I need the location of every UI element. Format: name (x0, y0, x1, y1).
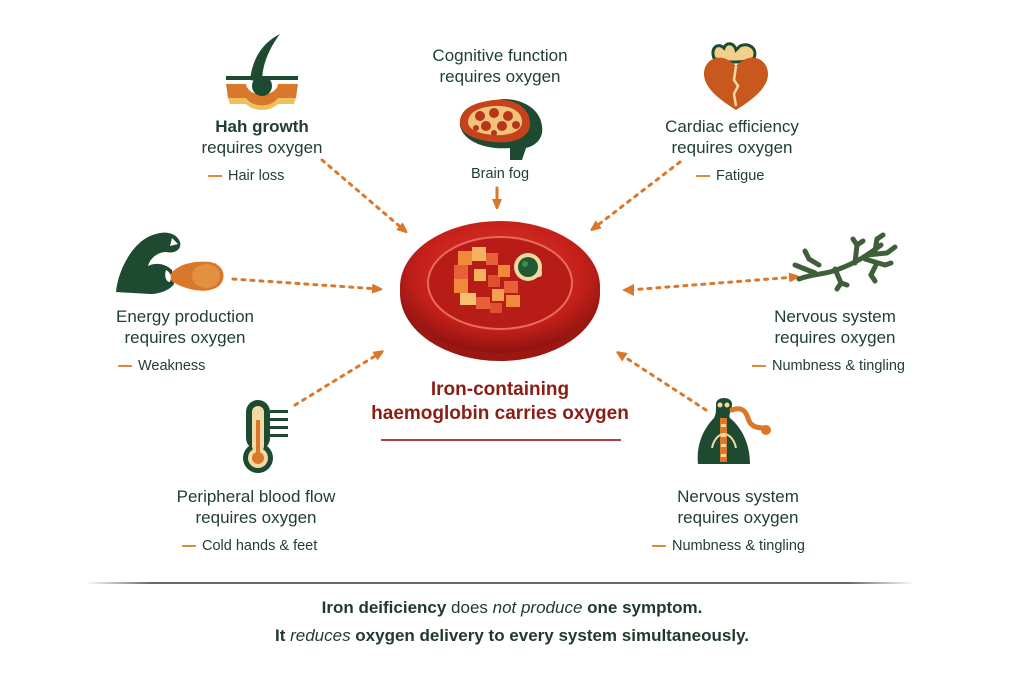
footer-line2-italic: reduces (290, 626, 351, 645)
dash-icon (182, 545, 196, 548)
node-nervous-right-title-1: Nervous system (774, 307, 896, 326)
symptom-text: Hair loss (228, 168, 285, 184)
node-energy-title-2: requires oxygen (124, 328, 246, 347)
node-hair-title-1: Hah growth (215, 117, 309, 136)
footer-line1-bold: Iron deificiency (321, 598, 447, 617)
arrow-cell-to-neuron (628, 277, 795, 292)
footer-line2-rest: oxygen delivery to every system simultan… (350, 626, 749, 645)
dash-icon (752, 365, 766, 368)
node-peripheral: Peripheral blood flow requires oxygen Co… (150, 486, 362, 554)
node-cognitive-symptom: Brain fog (470, 166, 530, 182)
node-cardiac-title-2: requires oxygen (671, 138, 793, 157)
arrow-head-left (622, 284, 634, 296)
node-nervous-bottom: Nervous system requires oxygen Numbness … (640, 486, 836, 554)
node-cognitive-symptom-wrap: Brain fog (400, 156, 600, 182)
spine-figure-icon (697, 398, 771, 464)
footer-line2-start: It (274, 626, 291, 645)
dash-icon (208, 175, 222, 178)
node-nervous-right: Nervous system requires oxygen Numbness … (740, 306, 930, 374)
haemoglobin-blocks-icon (454, 247, 520, 313)
footer-line1-mid: does (446, 598, 493, 617)
dash-icon (652, 545, 666, 548)
footer-line1-rest: one symptom. (582, 598, 703, 617)
node-cardiac-symptom: Fatigue (632, 168, 832, 184)
node-hair: Hah growth requires oxygen Hair loss (164, 116, 360, 184)
symptom-text: Weakness (138, 358, 206, 374)
flexed-arm-muscle-icon (116, 232, 224, 294)
node-peripheral-title-2: requires oxygen (195, 508, 317, 527)
node-cognitive-title-2: requires oxygen (439, 67, 561, 86)
heart-icon (704, 42, 768, 110)
symptom-text: Numbness & tingling (772, 358, 905, 374)
arrow-thermo-to-cell (293, 353, 380, 407)
node-energy-title-1: Energy production (116, 307, 254, 326)
brain-icon (459, 99, 543, 160)
arrow-muscle-to-cell (231, 277, 378, 289)
hair-follicle-icon (226, 34, 298, 110)
arrow-heart-to-cell (594, 160, 682, 228)
neuron-icon (792, 232, 898, 292)
node-cardiac: Cardiac efficiency requires oxygen Fatig… (632, 116, 832, 184)
footer-divider (85, 582, 915, 584)
arrow-hair-to-cell (320, 158, 404, 230)
node-cognitive-title-1: Cognitive function (432, 46, 568, 65)
footer-line-2: It reduces oxygen delivery to every syst… (0, 626, 1024, 646)
arrow-spine-to-cell (620, 354, 708, 412)
symptom-text: Fatigue (716, 168, 765, 184)
center-caption: Iron-containing haemoglobin carries oxyg… (360, 378, 640, 426)
dash-icon (118, 365, 132, 368)
node-nervous-bottom-title-2: requires oxygen (677, 508, 799, 527)
node-nervous-right-symptom: Numbness & tingling (740, 358, 930, 374)
red-blood-cell-icon (400, 221, 600, 361)
node-energy: Energy production requires oxygen Weakne… (90, 306, 280, 374)
node-peripheral-title-1: Peripheral blood flow (176, 487, 336, 506)
node-cognitive: Cognitive function requires oxygen (400, 45, 600, 87)
node-energy-symptom: Weakness (90, 358, 280, 374)
node-hair-symptom: Hair loss (164, 168, 360, 184)
node-nervous-bottom-symptom: Numbness & tingling (640, 538, 836, 554)
thermometer-icon (243, 400, 288, 473)
node-hair-title-2: requires oxygen (201, 138, 323, 157)
symptom-text: Cold hands & feet (202, 538, 318, 554)
node-peripheral-symptom: Cold hands & feet (150, 538, 362, 554)
footer-line-1: Iron deificiency does not produce one sy… (0, 598, 1024, 618)
dash-icon (696, 175, 710, 178)
iron-heme-icon (514, 253, 542, 281)
node-nervous-right-title-2: requires oxygen (774, 328, 896, 347)
center-caption-line2: haemoglobin carries oxygen (371, 403, 629, 424)
caption-underline (381, 439, 621, 441)
node-nervous-bottom-title-1: Nervous system (677, 487, 799, 506)
center-caption-line1: Iron-containing (430, 379, 570, 400)
footer-line1-italic: not produce (492, 598, 583, 617)
symptom-text: Numbness & tingling (672, 538, 805, 554)
node-cardiac-title-1: Cardiac efficiency (665, 117, 799, 136)
